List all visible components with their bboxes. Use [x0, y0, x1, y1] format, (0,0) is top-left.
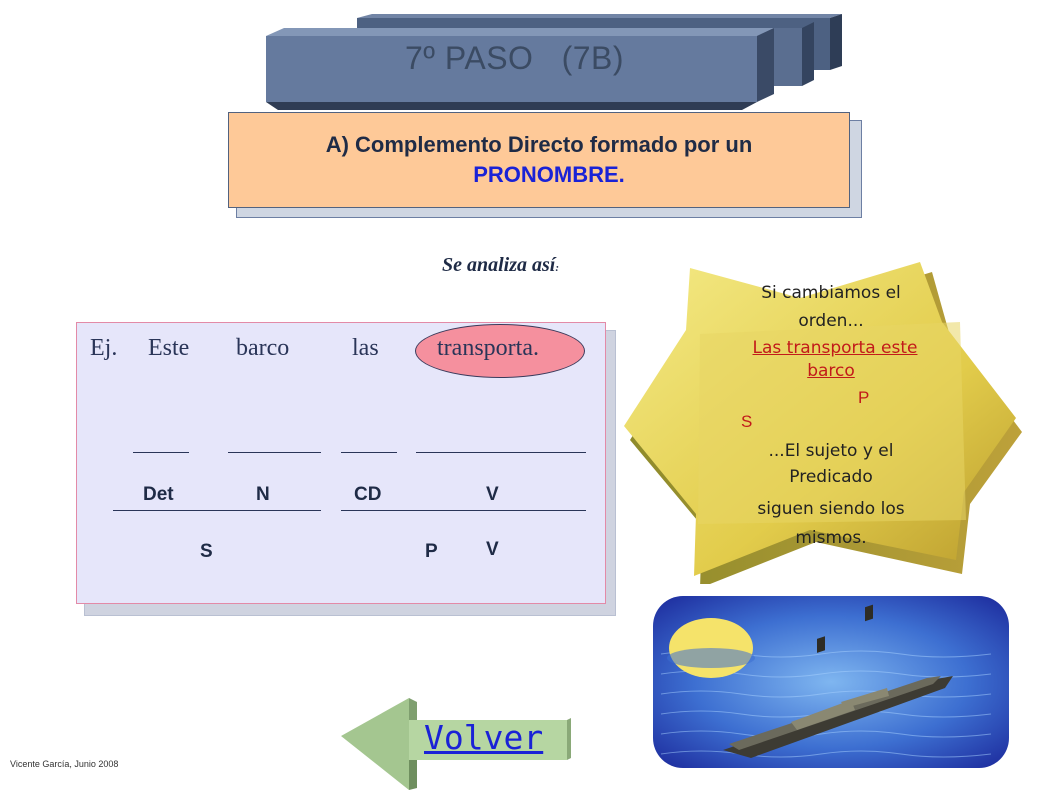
callout-reordered-phrase: Las transporta este [740, 337, 930, 360]
underline-subject [113, 510, 321, 511]
callout-line3: ...El sujeto y el [768, 441, 894, 461]
subtitle-box: A) Complemento Directo formado por un PR… [228, 112, 850, 208]
callout-linked2: este [881, 338, 918, 358]
title-banner [266, 14, 842, 110]
intro-colon: : [555, 262, 560, 274]
word-transporta: transporta. [437, 335, 539, 361]
callout-linked3: barco [807, 361, 855, 381]
callout-p-label: P [858, 388, 870, 407]
subtitle-line2: PRONOMBRE. [473, 162, 625, 187]
footer-credit: Vicente García, Junio 2008 [10, 759, 119, 769]
callout-line6: mismos. [795, 528, 867, 548]
underline-cd [341, 452, 397, 453]
callout-s-label: S [741, 412, 753, 431]
tag-det: Det [143, 484, 174, 505]
ship-image [641, 584, 1019, 774]
underline-predicate [341, 510, 586, 511]
group-s: S [200, 541, 213, 562]
tag-cd: CD [354, 484, 382, 505]
group-v: V [486, 539, 499, 560]
word-este: Este [148, 335, 190, 361]
word-las: las [352, 335, 379, 361]
callout-line4: Predicado [789, 467, 873, 487]
tag-n: N [256, 484, 270, 505]
star-callout-shape [624, 262, 1022, 588]
callout-line1: Si cambiamos el [761, 283, 901, 303]
page-title: 7º PASO (7B) [405, 40, 625, 76]
subtitle-line1: A) Complemento Directo formado por un [325, 132, 753, 157]
callout-line2: orden... [798, 311, 864, 331]
underline-n [228, 452, 321, 453]
back-button[interactable]: Volver [424, 718, 544, 757]
callout-line5: siguen siendo los [757, 499, 905, 519]
example-prefix: Ej. [90, 335, 118, 361]
intro-label: Se analiza así [442, 254, 556, 276]
callout-linked1: Las transporta [752, 338, 876, 358]
highlight-ellipse [415, 324, 585, 378]
group-p: P [425, 541, 438, 562]
tag-v: V [486, 484, 499, 505]
back-arrow-icon[interactable] [341, 698, 571, 792]
intro-text: Se analiza así: [442, 254, 559, 277]
word-barco: barco [236, 335, 290, 361]
underline-det [133, 452, 189, 453]
underline-v [416, 452, 586, 453]
